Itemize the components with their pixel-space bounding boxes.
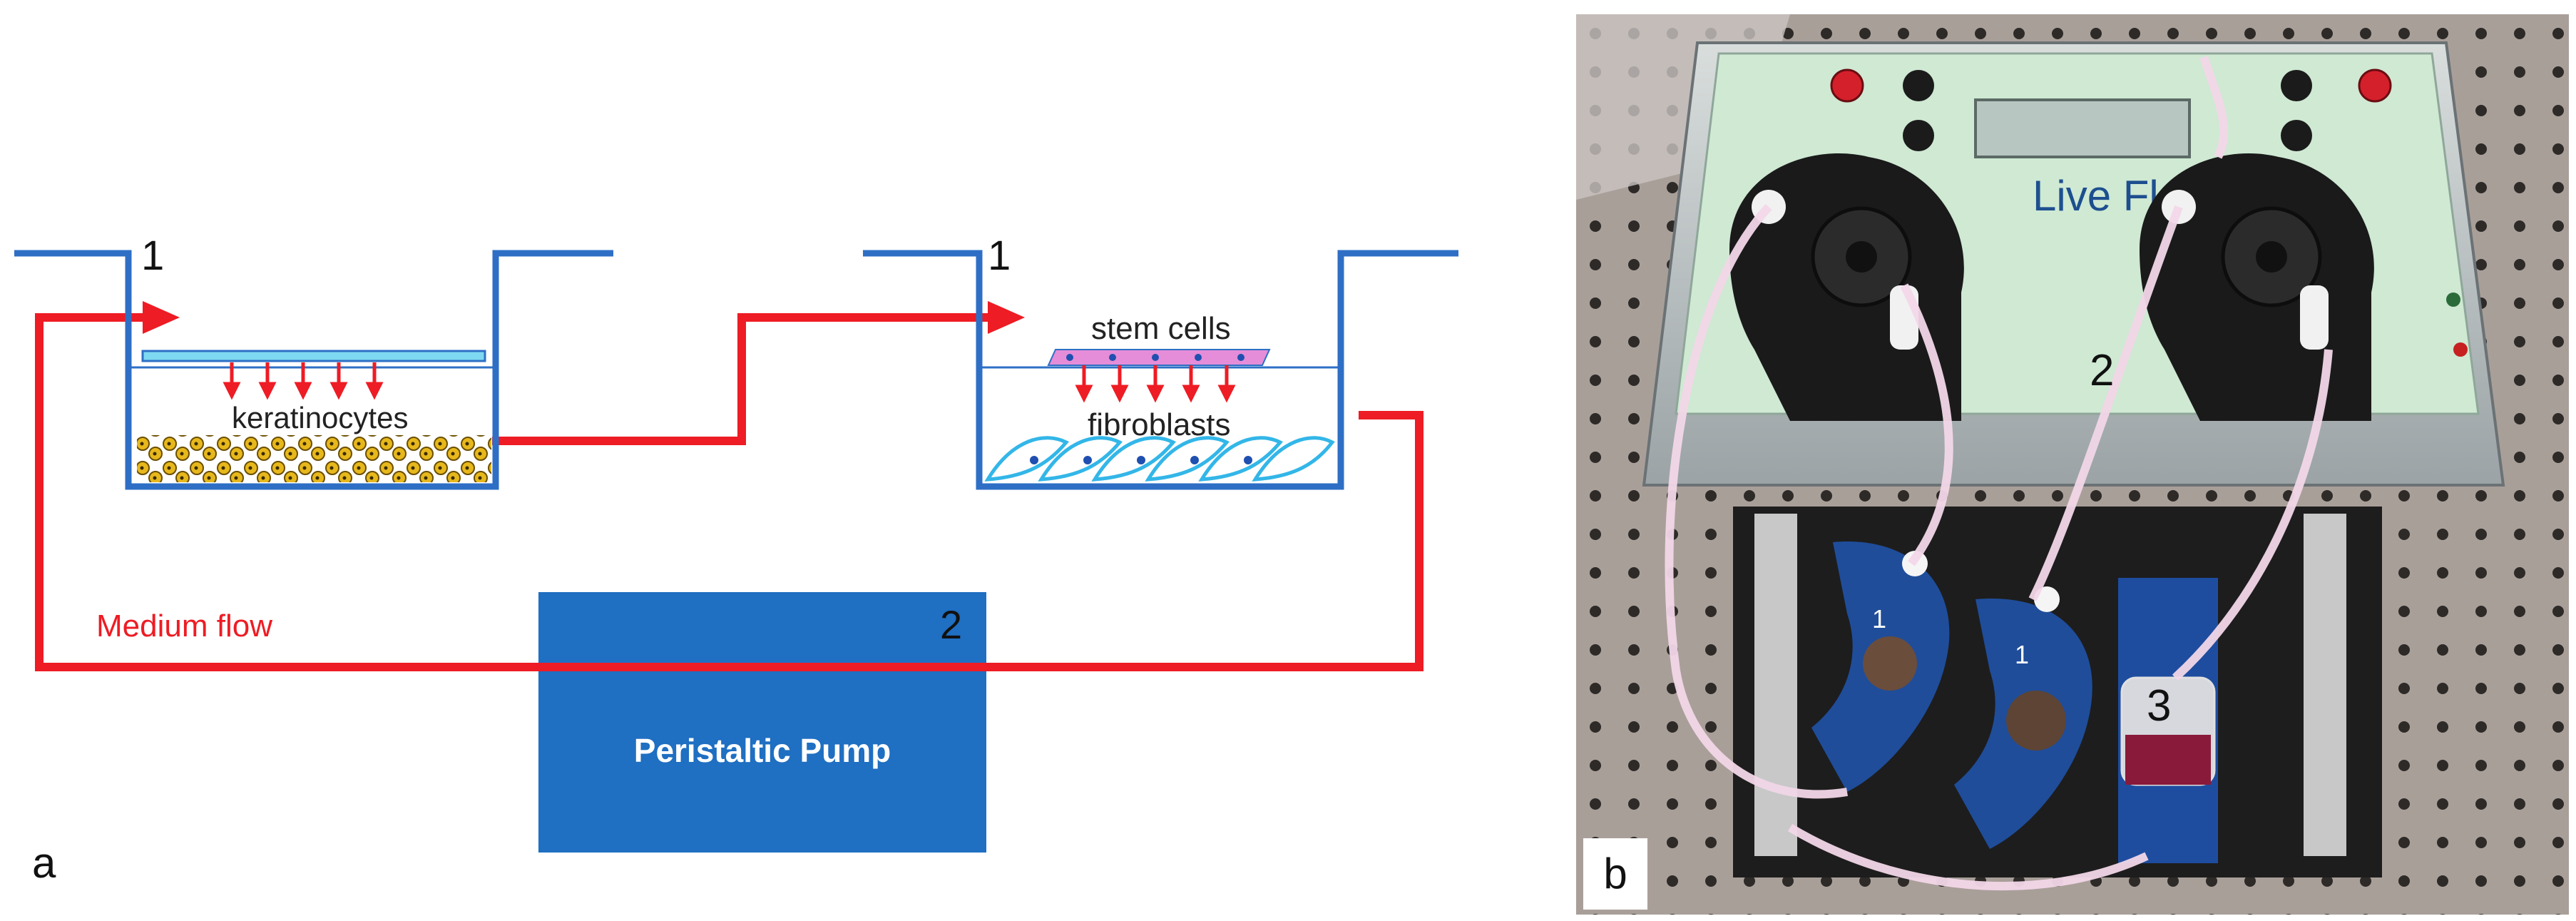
panel-label-box (1583, 838, 1647, 910)
well-left (14, 250, 613, 490)
led-right-green-icon (2446, 292, 2460, 307)
led-right-red-icon (2453, 342, 2468, 357)
diffusion-arrows-right (1075, 365, 1236, 403)
marker-1-right: 1 (988, 233, 1011, 279)
stem-cells-label: stem cells (1091, 311, 1231, 346)
knob-left-1-icon (1903, 70, 1934, 101)
medium-flow-label: Medium flow (96, 609, 272, 643)
power-button-right-icon (2358, 68, 2392, 103)
marker-2-pump: 2 (2090, 346, 2114, 395)
flow-arrowhead-right (988, 301, 1025, 334)
pump-head-right (2140, 153, 2374, 421)
culture-chamber-1 (1811, 541, 1950, 792)
lcd-display (1974, 98, 2191, 158)
power-button-left-icon (1830, 68, 1864, 103)
membrane-left (141, 350, 486, 362)
marker-2-pump: 2 (940, 602, 962, 647)
keratinocyte-layer (137, 435, 491, 482)
device-photograph: Live Flow (1576, 14, 2569, 915)
tubing (1665, 56, 2333, 891)
rail-left (1754, 514, 1797, 856)
fibroblasts-label: fibroblasts (1088, 407, 1231, 442)
rail-right (2304, 514, 2346, 856)
pump-head-left (1729, 153, 1964, 421)
knob-right-1-icon (2281, 70, 2312, 101)
panel-label-b: b (1603, 850, 1627, 897)
diffusion-arrows-left (223, 362, 384, 400)
panel-label-a: a (32, 839, 56, 887)
stem-cell-layer (1047, 349, 1271, 366)
well-right (863, 250, 1458, 490)
flow-arrowhead-left (143, 301, 180, 334)
medium-reservoir (2118, 578, 2218, 863)
pump-label: Peristaltic Pump (634, 732, 891, 769)
knob-right-2-icon (2281, 120, 2312, 151)
schematic-diagram: 1 keratinocytes (14, 233, 1458, 887)
keratinocytes-label: keratinocytes (232, 401, 408, 434)
peristaltic-pump: Peristaltic Pump 2 (538, 592, 986, 853)
marker-1-chamber-1: 1 (1872, 604, 1886, 633)
fibroblast-layer (984, 436, 1335, 482)
knob-left-2-icon (1903, 120, 1934, 151)
marker-1-left: 1 (141, 233, 164, 279)
marker-3-reservoir: 3 (2147, 681, 2171, 731)
marker-1-chamber-2: 1 (2015, 640, 2029, 669)
